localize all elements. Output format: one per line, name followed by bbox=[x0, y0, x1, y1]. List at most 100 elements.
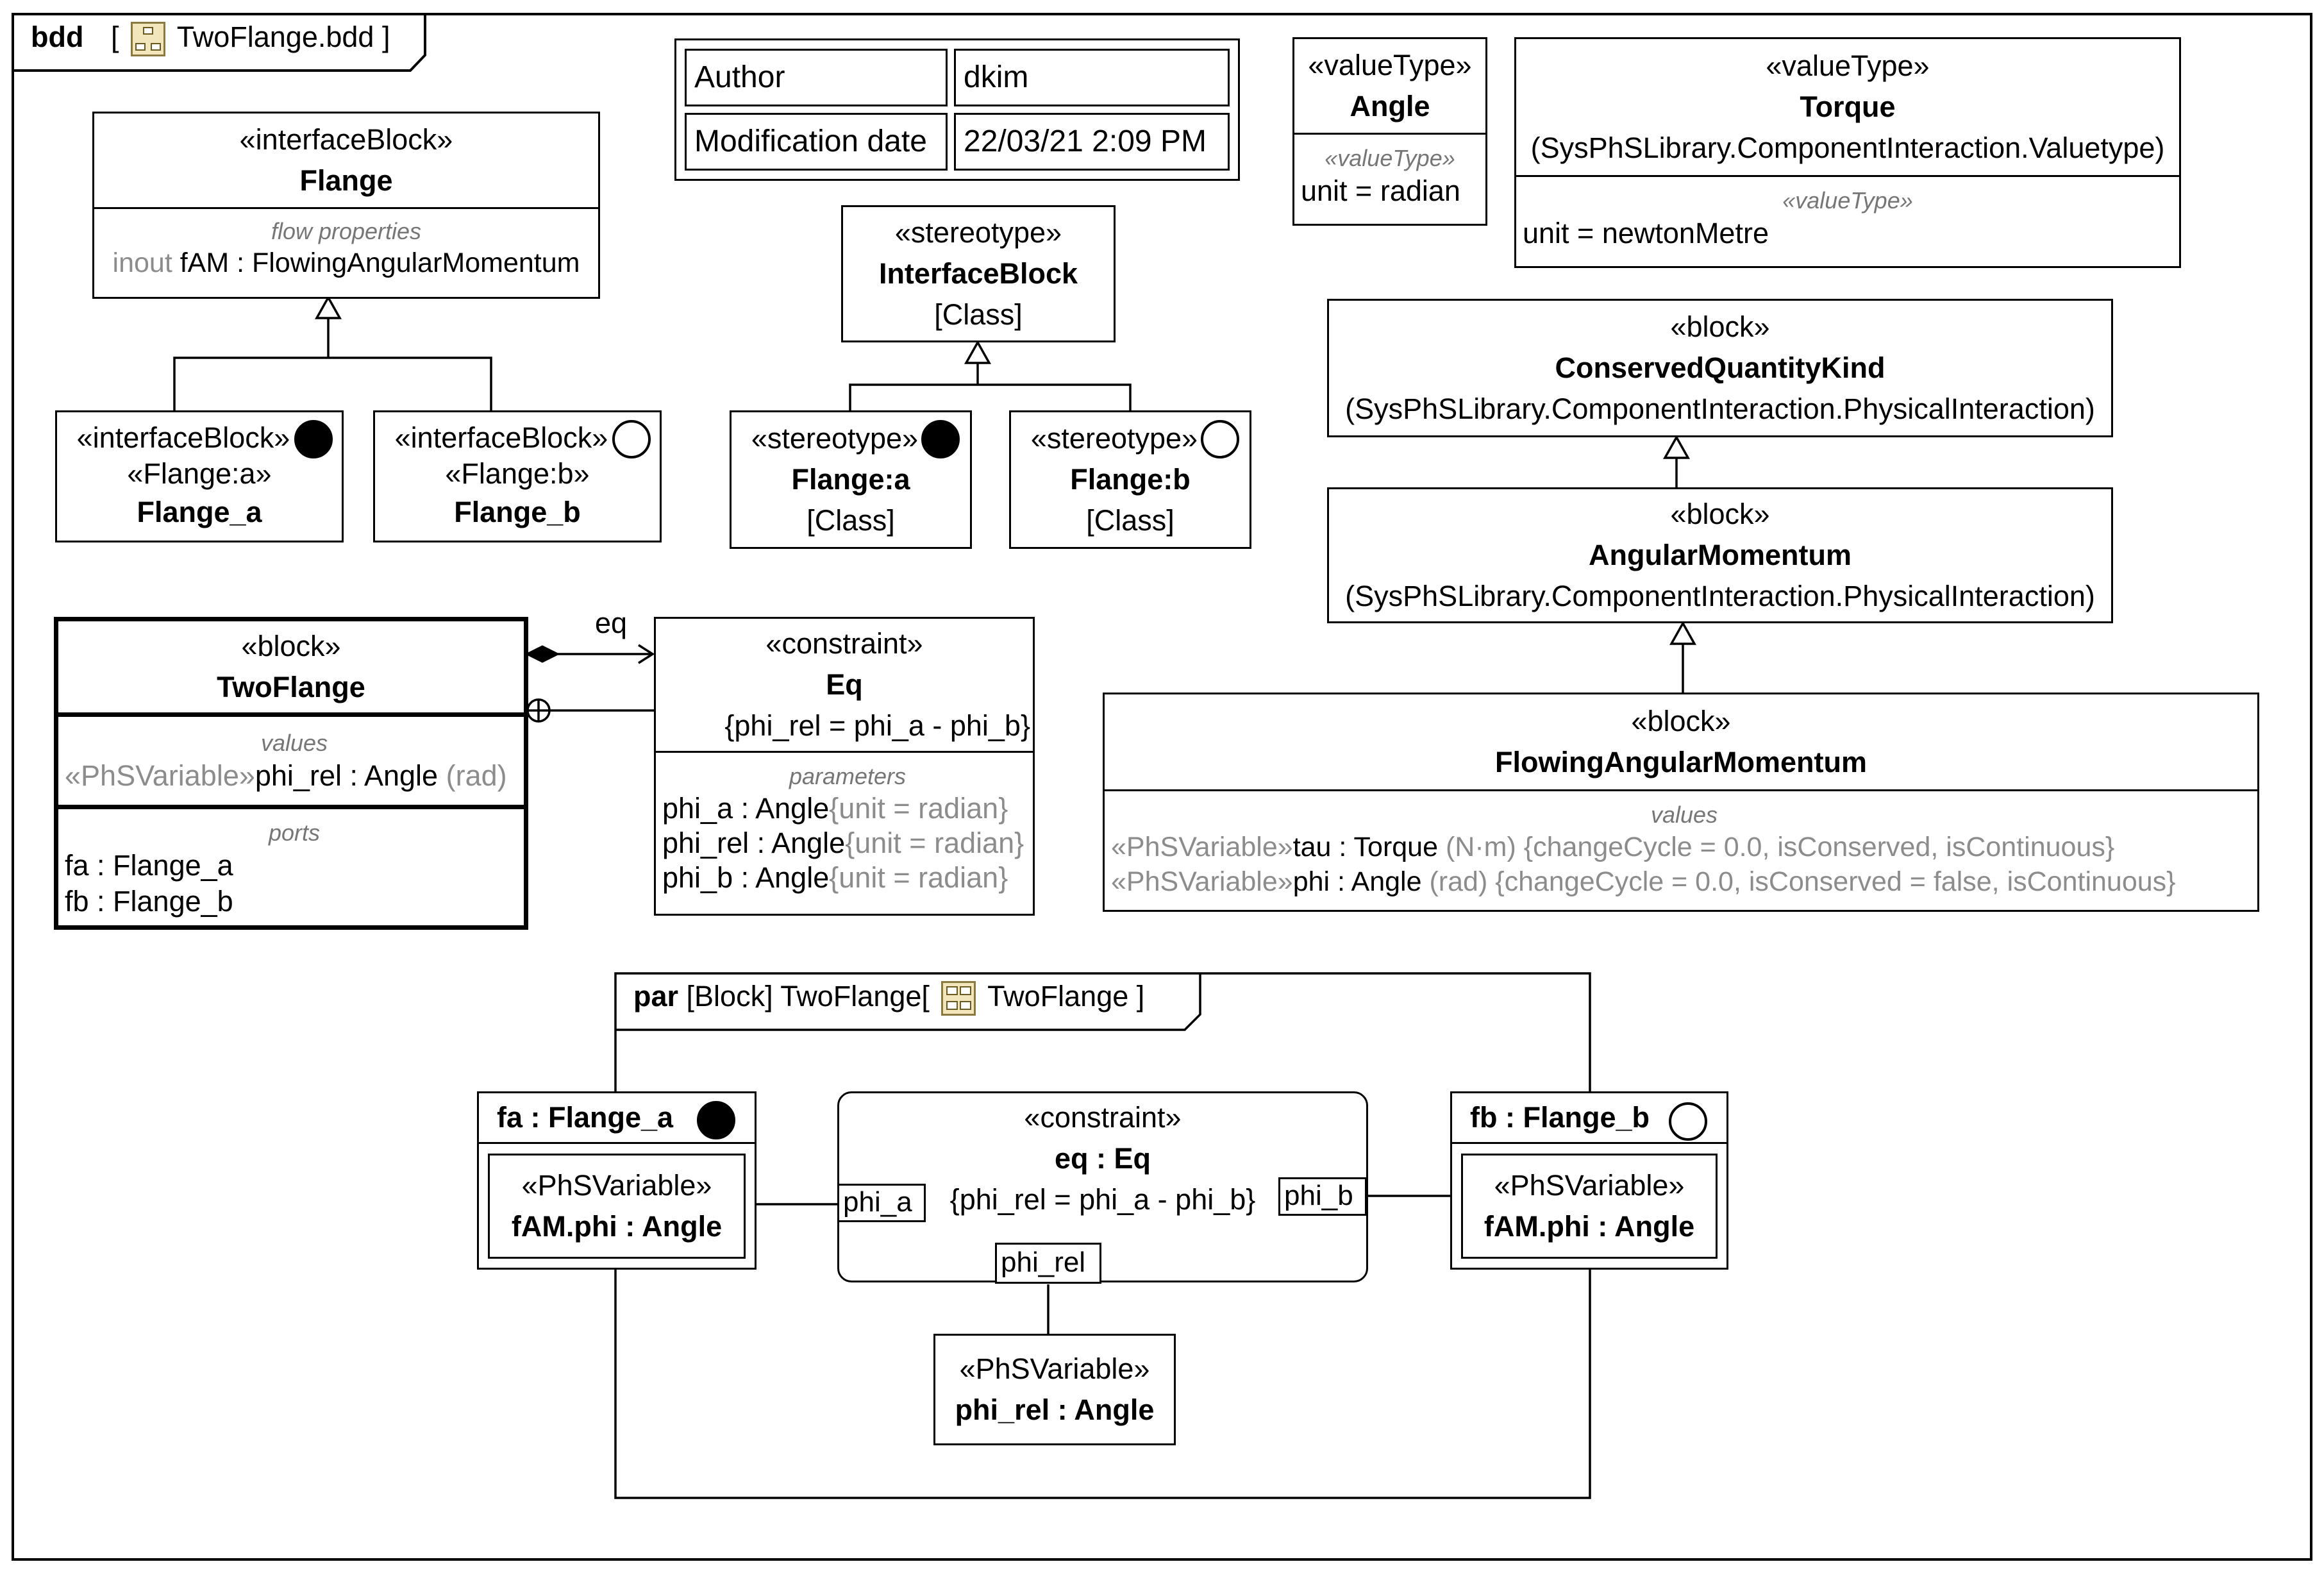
composition-arrowhead bbox=[638, 644, 655, 664]
flowing-generalization-arrow bbox=[1669, 621, 1696, 645]
par-eq-expression: {phi_rel = phi_a - phi_b} bbox=[949, 1183, 1256, 1216]
flange-a-stereotype2: «Flange:a» bbox=[127, 457, 272, 490]
angular-name: AngularMomentum bbox=[1589, 538, 1852, 571]
par-bracket-open: [ bbox=[921, 980, 930, 1012]
conservedquantitykind-block[interactable]: «block» ConservedQuantityKind (SysPhSLib… bbox=[1327, 299, 2113, 437]
par-phirel-stereotype: «PhSVariable» bbox=[959, 1352, 1150, 1385]
flowing-section-label: values bbox=[1650, 802, 1718, 828]
flowing-value-tau: «PhSVariable»tau : Torque (N·m) {changeC… bbox=[1111, 832, 2115, 862]
part-phi-rel-content: «PhSVariable» phi_rel : Angle bbox=[935, 1336, 1174, 1443]
twoflange-value-phi-rel: «PhSVariable»phi_rel : Angle (rad) bbox=[65, 759, 507, 792]
flange-generalization-line bbox=[173, 318, 492, 410]
eq-section-label: parameters bbox=[789, 763, 907, 789]
twoflange-values-label: values bbox=[260, 729, 328, 756]
par-diagram-name: TwoFlange bbox=[987, 980, 1129, 1012]
angularmomentum-block[interactable]: «block» AngularMomentum (SysPhSLibrary.C… bbox=[1327, 487, 2113, 623]
part-fa-phi[interactable]: «PhSVariable» fAM.phi : Angle bbox=[488, 1154, 746, 1259]
flange-generalization-arrow bbox=[315, 295, 342, 319]
flange-b-block[interactable]: «interfaceBlock» «Flange:b» Flange_b bbox=[373, 410, 662, 542]
stereotype-flange-b[interactable]: «stereotype» Flange:b [Class] bbox=[1009, 410, 1251, 549]
stereotype-flange-a-label: «stereotype» bbox=[751, 421, 919, 455]
bdd-diagram-icon bbox=[131, 22, 166, 57]
bdd-bracket-open: [ bbox=[110, 21, 119, 53]
stereotype-flange-a[interactable]: «stereotype» Flange:a [Class] bbox=[730, 410, 972, 549]
par-diagram-icon bbox=[941, 981, 976, 1016]
flange-a-block[interactable]: «interfaceBlock» «Flange:a» Flange_a bbox=[55, 410, 344, 542]
conserved-name: ConservedQuantityKind bbox=[1555, 351, 1885, 384]
angle-valuetype[interactable]: «valueType» Angle «valueType» unit = rad… bbox=[1292, 37, 1487, 226]
par-eq-name: eq : Eq bbox=[1054, 1142, 1151, 1175]
par-phirel-name: phi_rel : Angle bbox=[955, 1393, 1155, 1426]
flange-b-stereotype2: «Flange:b» bbox=[445, 457, 590, 490]
angle-header: «valueType» Angle bbox=[1294, 39, 1485, 133]
conserved-stereotype: «block» bbox=[1670, 310, 1770, 343]
flowing-name: FlowingAngularMomentum bbox=[1495, 746, 1867, 778]
bdd-bracket-close: ] bbox=[381, 21, 390, 53]
date-label: Modification date bbox=[685, 113, 948, 171]
eq-constraint-block[interactable]: «constraint» Eq {phi_rel = phi_a - phi_b… bbox=[654, 617, 1035, 916]
part-fb[interactable]: fb : Flange_b «PhSVariable» fAM.phi : An… bbox=[1450, 1091, 1728, 1270]
bdd-frame-tab bbox=[13, 14, 426, 72]
part-phi-rel[interactable]: «PhSVariable» phi_rel : Angle bbox=[933, 1334, 1176, 1445]
twoflange-name: TwoFlange bbox=[217, 671, 365, 703]
part-fa-divider bbox=[477, 1142, 757, 1144]
part-fa-phi-name: fAM.phi : Angle bbox=[511, 1209, 723, 1243]
port-phi-rel[interactable]: phi_rel bbox=[995, 1243, 1101, 1284]
part-fa[interactable]: fa : Flange_a «PhSVariable» fAM.phi : An… bbox=[477, 1091, 757, 1270]
flange-flow-property: inout fAM : FlowingAngularMomentum bbox=[112, 248, 580, 278]
torque-stereotype: «valueType» bbox=[1766, 49, 1930, 82]
flange-section-label: flow properties bbox=[271, 218, 422, 244]
flowing-value-phi: «PhSVariable»phi : Angle (rad) {changeCy… bbox=[1111, 866, 2176, 897]
angle-unit: unit = radian bbox=[1301, 174, 1460, 207]
constraint-property-eq-content: «constraint» eq : Eq {phi_rel = phi_a - … bbox=[839, 1097, 1366, 1220]
eq-header: «constraint» Eq {phi_rel = phi_a - phi_b… bbox=[656, 619, 1033, 751]
flowingangularmomentum-block[interactable]: «block» FlowingAngularMomentum values «P… bbox=[1103, 693, 2259, 912]
flange-a-header: «interfaceBlock» «Flange:a» Flange_a bbox=[57, 412, 342, 540]
eq-expression: {phi_rel = phi_a - phi_b} bbox=[724, 709, 1030, 742]
part-fb-phi-stereotype: «PhSVariable» bbox=[1494, 1168, 1685, 1202]
conserved-header: «block» ConservedQuantityKind (SysPhSLib… bbox=[1329, 301, 2111, 435]
port-phi-b[interactable]: phi_b bbox=[1278, 1177, 1367, 1216]
flowing-header: «block» FlowingAngularMomentum bbox=[1105, 694, 2257, 789]
interfaceblock-name: InterfaceBlock bbox=[878, 256, 1078, 290]
angle-section-label: «valueType» bbox=[1325, 145, 1455, 171]
torque-unit: unit = newtonMetre bbox=[1523, 217, 1769, 249]
stereotype-generalization-line bbox=[849, 363, 1132, 410]
composition-diamond bbox=[524, 645, 560, 663]
angular-package: (SysPhSLibrary.ComponentInteraction.Phys… bbox=[1345, 579, 2095, 612]
twoflange-header: «block» TwoFlange bbox=[58, 621, 524, 712]
flange-block[interactable]: «interfaceBlock» Flange flow properties … bbox=[92, 112, 600, 299]
angular-stereotype: «block» bbox=[1670, 497, 1770, 530]
eq-param-phi-a: phi_a : Angle{unit = radian} bbox=[662, 792, 1008, 825]
eq-name: Eq bbox=[826, 668, 863, 701]
eq-parameters: parameters phi_a : Angle{unit = radian} … bbox=[656, 751, 1033, 913]
stereotype-flange-b-name: Flange:b bbox=[1070, 462, 1191, 496]
flange-b-stereotype: «interfaceBlock» bbox=[394, 421, 608, 454]
port-phi-a[interactable]: phi_a bbox=[837, 1184, 926, 1222]
interfaceblock-stereotype[interactable]: «stereotype» InterfaceBlock [Class] bbox=[841, 205, 1116, 342]
torque-properties: «valueType» unit = newtonMetre bbox=[1516, 175, 2179, 265]
stereotype-flange-a-meta: [Class] bbox=[807, 503, 895, 537]
eq-param-phi-b: phi_b : Angle{unit = radian} bbox=[662, 861, 1008, 894]
flange-flow-properties: flow properties inout fAM : FlowingAngul… bbox=[94, 207, 598, 296]
stereotype-flange-a-name: Flange:a bbox=[791, 462, 910, 496]
flange-b-name: Flange_b bbox=[454, 495, 581, 528]
flange-a-stereotype: «interfaceBlock» bbox=[76, 421, 290, 454]
part-fb-phi[interactable]: «PhSVariable» fAM.phi : Angle bbox=[1461, 1154, 1718, 1259]
angle-name: Angle bbox=[1350, 90, 1430, 122]
stereotype-flange-b-meta: [Class] bbox=[1086, 503, 1175, 537]
open-circle-icon bbox=[612, 420, 651, 458]
twoflange-values: values «PhSVariable»phi_rel : Angle (rad… bbox=[58, 712, 524, 805]
stereotype-flange-a-header: «stereotype» Flange:a [Class] bbox=[731, 412, 970, 546]
par-bracket-close: ] bbox=[1136, 980, 1145, 1012]
torque-valuetype[interactable]: «valueType» Torque (SysPhSLibrary.Compon… bbox=[1514, 37, 2181, 268]
stereotype-flange-b-label: «stereotype» bbox=[1030, 421, 1198, 455]
part-fb-title: fb : Flange_b bbox=[1470, 1101, 1650, 1134]
par-eq-stereotype: «constraint» bbox=[1024, 1101, 1182, 1134]
interfaceblock-header: «stereotype» InterfaceBlock [Class] bbox=[843, 207, 1114, 340]
torque-package: (SysPhSLibrary.ComponentInteraction.Valu… bbox=[1530, 131, 2165, 164]
par-kind: par bbox=[633, 980, 679, 1012]
twoflange-port-fa: fa : Flange_a bbox=[65, 849, 233, 882]
twoflange-block[interactable]: «block» TwoFlange values «PhSVariable»ph… bbox=[54, 617, 528, 930]
part-fa-title: fa : Flange_a bbox=[497, 1101, 674, 1134]
